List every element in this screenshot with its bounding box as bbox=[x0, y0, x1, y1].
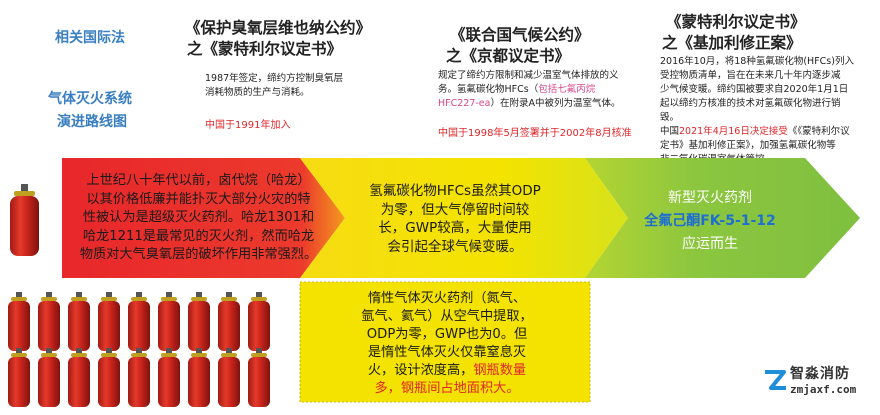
treaty-kigali-title-line2: 之《基加利修正案》 bbox=[662, 34, 802, 52]
watermark-name: 智淼消防 bbox=[790, 366, 850, 382]
treaty-kyoto-title-line1: 《联合国气候公约》 bbox=[450, 26, 590, 44]
stage-hfc-line: 会引起全球气候变暖。 bbox=[387, 238, 523, 255]
treaty-vienna-desc-line: 1987年签定，缔约方控制臭氧层 bbox=[205, 73, 344, 84]
stage-fk-line2: 全氟己酮FK-5-1-12 bbox=[644, 213, 776, 229]
treaty-kyoto-china-note: 中国于1998年5月签署并于2002年8月核准 bbox=[438, 128, 632, 139]
watermark-url: zmjaxf.com bbox=[790, 383, 857, 396]
stage-halon-line: 上世纪八十年代以前，卤代烷（哈龙） bbox=[86, 173, 311, 188]
treaty-vienna-china-note: 中国于1991年加入 bbox=[205, 120, 291, 131]
stage-halon-line: 以其价格低廉并能扑灭大部分火灾的特 bbox=[86, 191, 311, 207]
inert-gas-box bbox=[299, 281, 591, 403]
treaty-kigali-desc-line: 毁。 bbox=[660, 112, 680, 123]
treaty-kyoto-desc-line: 务。氢氟碳化物HFCs（包括七氟丙烷 bbox=[438, 84, 596, 95]
treaty-kigali-china-line: 定书》基加利修正案》，加强氢氟碳化物等 bbox=[660, 140, 836, 151]
stage-fk-arrow bbox=[585, 158, 860, 278]
treaty-vienna-desc: 1987年签定，缔约方控制臭氧层 消耗物质的生产与消耗。 bbox=[205, 72, 410, 100]
treaty-kigali-desc-line: 少气候变暖。缔约国被要求自2020年1月1日 bbox=[660, 84, 849, 95]
roadmap-label-line2: 演进路线图 bbox=[57, 114, 127, 130]
halon-cylinder-icon bbox=[10, 184, 39, 256]
treaty-kyoto-title-line2: 之《京都议定书》 bbox=[446, 47, 571, 65]
treaty-vienna-desc-line: 消耗物质的生产与消耗。 bbox=[205, 87, 310, 98]
stage-halon-text: 上世纪八十年代以前，卤代烷（哈龙） 以其价格低廉并能扑灭大部分火灾的特 性被认为… bbox=[66, 172, 331, 265]
treaty-vienna-title-line1: 《保护臭氧层维也纳公约》 bbox=[185, 19, 372, 37]
inert-gas-line: 火，设计浓度高，钢瓶数量 bbox=[367, 363, 527, 378]
treaty-kigali-china-line: 中国2021年4月16日决定接受《《蒙特利尔议 bbox=[660, 126, 850, 137]
stage-hfc-text: 氢氟碳化物HFCs虽然其ODP 为零，但大气停留时间较 长，GWP较高，大量使用… bbox=[340, 182, 570, 256]
treaty-kyoto: 《联合国气候公约》 之《京都议定书》 规定了缔约方限制和减少温室气体排放的义 务… bbox=[438, 25, 653, 141]
stage-hfc-line: 为零，但大气停留时间较 bbox=[380, 201, 530, 218]
treaty-kyoto-desc-line: 规定了缔约方限制和减少温室气体排放的义 bbox=[438, 70, 619, 81]
treaty-kyoto-desc: 规定了缔约方限制和减少温室气体排放的义 务。氢氟碳化物HFCs（包括七氟丙烷 H… bbox=[438, 69, 653, 111]
treaty-vienna-title-line2: 之《蒙特利尔议定书》 bbox=[187, 40, 343, 58]
treaty-kigali-desc-line: 受控物质清单，旨在在未来几十年内逐步减 bbox=[660, 70, 841, 81]
stage-hfc-line: 长，GWP较高，大量使用 bbox=[378, 220, 532, 236]
stage-halon-arrow bbox=[62, 158, 345, 278]
treaty-kyoto-desc-line: HFC227-ea）在附录A中被列为温室气体。 bbox=[438, 98, 621, 109]
inert-gas-line: 惰性气体灭火药剂（氮气、 bbox=[367, 291, 527, 306]
inert-gas-line: 多，钢瓶间占地面积大。 bbox=[374, 381, 520, 396]
treaty-kigali-desc-line: 起以缔约方核准的技术对氢氟碳化物进行销 bbox=[660, 98, 841, 109]
inert-cylinder-icon bbox=[8, 292, 270, 407]
watermark-logo-icon bbox=[765, 370, 786, 390]
inert-gas-line: ODP为零，GWP也为0。但 bbox=[366, 327, 528, 342]
stage-halon-line: 哈龙1211是最常见的灭火剂，然而哈龙 bbox=[82, 228, 315, 244]
inert-gas-line: 是惰性气体灭火仅靠窒息灭 bbox=[367, 345, 527, 360]
stage-hfc-line: 氢氟碳化物HFCs虽然其ODP bbox=[369, 183, 541, 199]
roadmap-label-line1: 气体灭火系统 bbox=[48, 91, 132, 107]
inert-gas-line: 氩气、氦气）从空气中提取， bbox=[361, 309, 533, 324]
treaty-kigali-title-line1: 《蒙特利尔议定书》 bbox=[666, 13, 806, 31]
stage-hfc-arrow bbox=[300, 158, 628, 278]
treaty-kigali-desc-line: 2016年10月，将18种氢氟碳化物(HFCs)列入 bbox=[660, 56, 854, 67]
stage-fk-line3: 应运而生 bbox=[682, 236, 738, 252]
stage-fk-text: 新型灭火药剂 全氟己酮FK-5-1-12 应运而生 bbox=[615, 187, 805, 256]
treaty-vienna: 《保护臭氧层维也纳公约》 之《蒙特利尔议定书》 1987年签定，缔约方控制臭氧层… bbox=[185, 18, 410, 133]
stage-fk-line1: 新型灭火药剂 bbox=[668, 190, 752, 206]
international-law-label: 相关国际法 bbox=[55, 30, 125, 46]
inert-gas-text: 惰性气体灭火药剂（氮气、 氩气、氦气）从空气中提取， ODP为零，GWP也为0。… bbox=[322, 290, 572, 398]
watermark: 智淼消防 zmjaxf.com bbox=[762, 362, 880, 412]
stage-halon-line: 物质对大气臭氧层的破坏作用非常强烈。 bbox=[79, 247, 318, 262]
stage-halon-line: 性被认为是超级灭火药剂。哈龙1301和 bbox=[82, 210, 315, 225]
